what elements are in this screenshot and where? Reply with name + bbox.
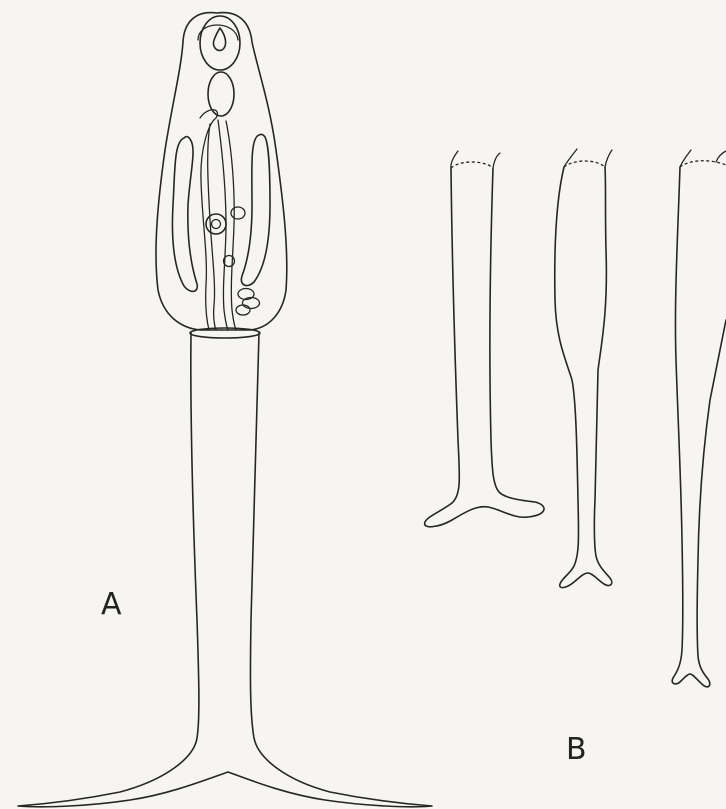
specimen-b-stalk-2-lip-left (564, 149, 577, 167)
specimen-b-stalk-2-lip-right (605, 150, 612, 167)
specimen-a-gut-right-inner (226, 121, 236, 330)
specimen-a-body-outline (156, 13, 287, 330)
specimen-b-stalk-2-rim (564, 161, 605, 167)
specimen-b-stalk-1-rim (451, 162, 493, 168)
panel-label-a: A (101, 590, 122, 620)
specimen-b-stalk-3-outline (672, 167, 726, 687)
specimen-b (425, 149, 726, 687)
panel-label-b: B (566, 735, 587, 765)
specimen-b-stalk-2-outline (555, 167, 612, 588)
specimen-a-lateral-right (241, 134, 270, 285)
specimen-a (18, 13, 432, 807)
specimen-a-stalk (18, 333, 432, 807)
specimen-b-stalk-3-lip-right (716, 151, 726, 162)
specimen-a-base-cell-3 (236, 305, 250, 315)
specimen-b-stalk-3 (672, 150, 726, 687)
specimen-b-stalk-1-lip-left (451, 151, 458, 168)
specimen-b-stalk-2 (555, 149, 612, 588)
specimen-a-base-cell-2 (243, 298, 260, 309)
specimen-b-stalk-3-rim (680, 161, 726, 167)
specimen-a-anterior-organ (200, 16, 240, 70)
specimen-a-anterior-spot (213, 28, 225, 50)
specimen-b-stalk-1 (425, 151, 544, 527)
specimen-b-stalk-1-lip-right (493, 153, 500, 168)
specimen-b-stalk-1-outline (425, 168, 544, 527)
specimen-a-ring-outer (206, 214, 226, 234)
specimen-a-lateral-left (172, 137, 197, 292)
specimen-a-ring-inner (212, 220, 221, 229)
specimen-a-small-cell-1 (231, 207, 245, 219)
